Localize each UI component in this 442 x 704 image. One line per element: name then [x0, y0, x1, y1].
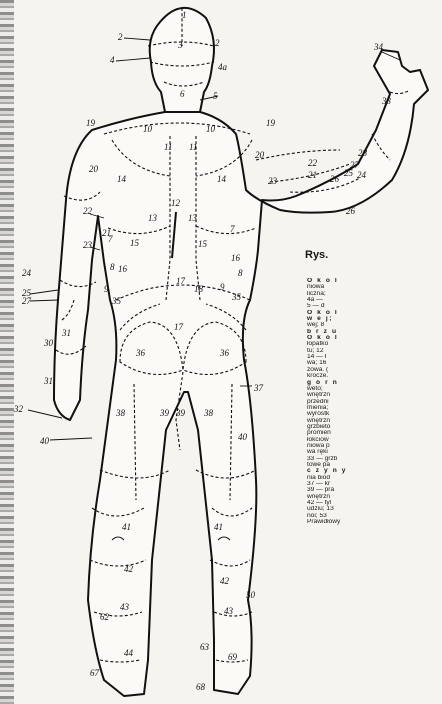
region-number: 62 [100, 612, 110, 622]
region-number: 34 [373, 42, 384, 52]
region-number: 9 [104, 284, 109, 294]
region-number: 30 [43, 338, 54, 348]
region-number: 69 [228, 652, 238, 662]
region-number: 12 [171, 198, 181, 208]
region-number: 17 [174, 322, 184, 332]
region-number: 10 [143, 124, 153, 134]
region-number: 50 [246, 590, 256, 600]
region-number: 8 [238, 268, 243, 278]
region-number: 22 [308, 158, 318, 168]
region-number: 40 [238, 432, 248, 442]
region-number: 7 [108, 234, 113, 244]
caption-line: Prawidłowy [307, 519, 442, 525]
region-number: 39 [175, 408, 186, 418]
region-number: 44 [124, 648, 134, 658]
region-number: 10 [206, 124, 216, 134]
region-number: 42 [220, 576, 230, 586]
region-number: 37 [253, 383, 264, 393]
region-number: 32 [13, 404, 24, 414]
region-number: 3 [177, 40, 183, 50]
region-number: 36 [219, 348, 230, 358]
region-number: 2 [118, 32, 123, 42]
region-number: 27 [22, 296, 32, 306]
region-number: 41 [214, 522, 223, 532]
region-number: 43 [120, 602, 130, 612]
region-number: 40 [40, 436, 50, 446]
region-number: 11 [189, 142, 197, 152]
region-number: 33 [381, 96, 392, 106]
region-number: 43 [224, 606, 234, 616]
figure-label: Rys. [305, 249, 328, 261]
region-number: 23 [83, 240, 93, 250]
region-number: 16 [231, 253, 241, 263]
region-number: 19 [86, 118, 96, 128]
region-number: 20 [89, 164, 99, 174]
region-number: 17 [176, 276, 186, 286]
region-number: 13 [148, 213, 158, 223]
region-number: 14 [217, 174, 227, 184]
region-number: 9 [220, 282, 225, 292]
region-number: 31 [43, 376, 53, 386]
region-number: 68 [196, 682, 206, 692]
region-number: 24 [22, 268, 32, 278]
region-number: 6 [180, 89, 185, 99]
region-number: 15 [130, 238, 140, 248]
region-number: 27 [350, 160, 360, 170]
region-number: 35 [231, 292, 242, 302]
region-number: 38 [115, 408, 126, 418]
region-number: 20 [255, 150, 265, 160]
region-number: 5 [213, 91, 218, 101]
region-number: 28 [358, 148, 368, 158]
region-number: 1 [182, 10, 187, 20]
region-number: 26 [330, 174, 340, 184]
region-number: 21 [308, 170, 317, 180]
region-number: 8 [110, 262, 115, 272]
region-number: 39 [159, 408, 170, 418]
region-number: 13 [188, 213, 198, 223]
region-number: 7 [230, 224, 235, 234]
region-number: 67 [90, 668, 100, 678]
region-number: 18 [194, 284, 204, 294]
region-number: 36 [135, 348, 146, 358]
region-number: 4a [218, 62, 228, 72]
region-number: 19 [266, 118, 276, 128]
region-number: 23 [268, 176, 278, 186]
region-number: 35 [111, 296, 122, 306]
region-number: 24 [357, 170, 367, 180]
region-number: 16 [118, 264, 128, 274]
region-number: 4 [110, 55, 115, 65]
region-number: 22 [83, 206, 93, 216]
region-number: 15 [198, 239, 208, 249]
region-number: 41 [122, 522, 131, 532]
region-number: 63 [200, 642, 210, 652]
region-number: 11 [164, 142, 172, 152]
region-number: 38 [203, 408, 214, 418]
region-number: 31 [61, 328, 71, 338]
region-number: 2 [215, 38, 220, 48]
region-number: 42 [124, 564, 134, 574]
region-number: 26 [346, 206, 356, 216]
region-number: 14 [117, 174, 127, 184]
